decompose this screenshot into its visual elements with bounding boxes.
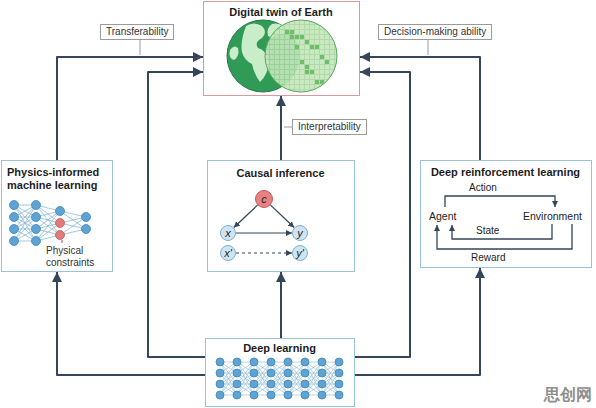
variable-name: x [225, 228, 231, 239]
box-title: Physics-informed machine learning [7, 166, 109, 192]
causal-arrow [236, 252, 292, 253]
variable-circle: x [220, 225, 236, 241]
variable-circle: y' [292, 245, 308, 261]
flow-arrow [355, 72, 410, 357]
target-box: Digital twin of Earth [203, 1, 360, 96]
callout-leader [140, 40, 428, 127]
causal-arrow [236, 232, 292, 233]
causal-arrow [234, 205, 258, 227]
flow-arrow [355, 268, 480, 375]
neural-network-icon [216, 358, 343, 399]
agent-label: Agent [428, 210, 457, 223]
box-title: Digital twin of Earth [229, 6, 332, 19]
leader-line [62, 240, 63, 243]
variable-name: c [261, 194, 267, 205]
watermark: 思创网 [543, 385, 593, 404]
flow-arrow [280, 96, 282, 160]
box-title: Causal inference [236, 167, 324, 180]
base-box: Deep learning [205, 338, 355, 407]
flow-arrow [360, 57, 480, 160]
flow-arrow [148, 72, 205, 357]
variable-name: x' [224, 248, 232, 259]
callout-label: Decision-making ability [378, 24, 492, 40]
neural-network-icon [10, 201, 91, 246]
flow-arrow [280, 272, 282, 338]
globe-illustration [227, 20, 337, 92]
reward-label: Reward [470, 252, 506, 264]
variable-circle: y [292, 225, 308, 241]
box-note: Physical constraints [46, 245, 108, 269]
callout-label: Interpretability [292, 119, 367, 135]
action-label: Action [468, 182, 498, 194]
box-title: Deep reinforcement learning [431, 166, 580, 179]
variable-name: y' [296, 248, 304, 259]
flow-arrow [57, 272, 205, 375]
method-box: Physics-informed machine learningPhysica… [1, 160, 113, 272]
variable-name: y [297, 228, 303, 239]
callout-label: Transferability [100, 24, 174, 40]
variable-circle: x' [220, 245, 236, 261]
causal-arrow [271, 205, 295, 227]
environment-label: Environment [522, 210, 583, 223]
state-label: State [475, 225, 500, 237]
box-title: Deep learning [243, 342, 316, 355]
variable-circle: c [255, 190, 273, 208]
method-box: Causal inference c x y x' y' [207, 160, 355, 272]
